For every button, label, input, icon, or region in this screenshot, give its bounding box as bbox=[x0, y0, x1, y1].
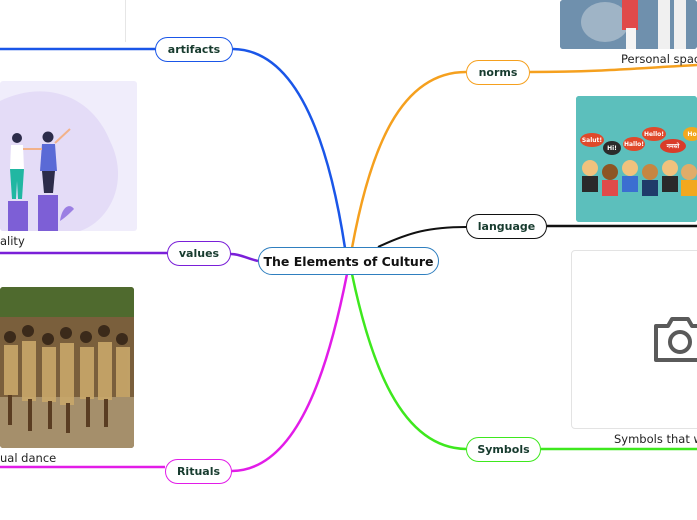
bubble-salut: Salut! bbox=[582, 137, 602, 144]
central-topic[interactable]: The Elements of Culture bbox=[258, 247, 439, 275]
topic-artifacts[interactable]: artifacts bbox=[155, 37, 233, 62]
branch-line-norms bbox=[350, 70, 467, 249]
subbranch-line-norms bbox=[529, 63, 697, 74]
values-image-caption: ality bbox=[0, 234, 25, 248]
norms-image-caption: Personal spac bbox=[621, 52, 697, 66]
bubble-namaste: नमस्ते bbox=[666, 142, 680, 150]
artifacts-image-frame bbox=[0, 0, 126, 42]
topic-norms[interactable]: norms bbox=[466, 60, 530, 85]
rituals-image-caption: ual dance bbox=[0, 451, 57, 465]
symbols-image-caption: Symbols that w bbox=[614, 432, 697, 446]
language-greetings-image: Salut! Hi! Hello! Hallo! नमस्ते Ho bbox=[576, 96, 697, 222]
bubble-hi: Hi! bbox=[607, 145, 617, 152]
bubble-ho: Ho bbox=[687, 131, 696, 138]
topic-values[interactable]: values bbox=[167, 241, 231, 266]
topic-symbols[interactable]: Symbols bbox=[466, 437, 541, 462]
values-equality-image bbox=[0, 81, 137, 231]
branch-line-values bbox=[230, 252, 259, 263]
norms-personal-space-image bbox=[560, 0, 697, 49]
bubble-hallo: Hallo! bbox=[624, 141, 644, 148]
symbols-image-placeholder[interactable] bbox=[571, 250, 697, 429]
topic-rituals[interactable]: Rituals bbox=[165, 459, 232, 484]
branch-line-rituals bbox=[231, 273, 349, 473]
branch-line-language bbox=[377, 226, 467, 248]
branch-line-symbols bbox=[350, 273, 467, 451]
branch-line-artifacts bbox=[232, 47, 347, 249]
rituals-dance-image bbox=[0, 287, 134, 448]
bubble-hello: Hello! bbox=[644, 131, 664, 138]
topic-language[interactable]: language bbox=[466, 214, 547, 239]
camera-icon bbox=[654, 317, 697, 362]
